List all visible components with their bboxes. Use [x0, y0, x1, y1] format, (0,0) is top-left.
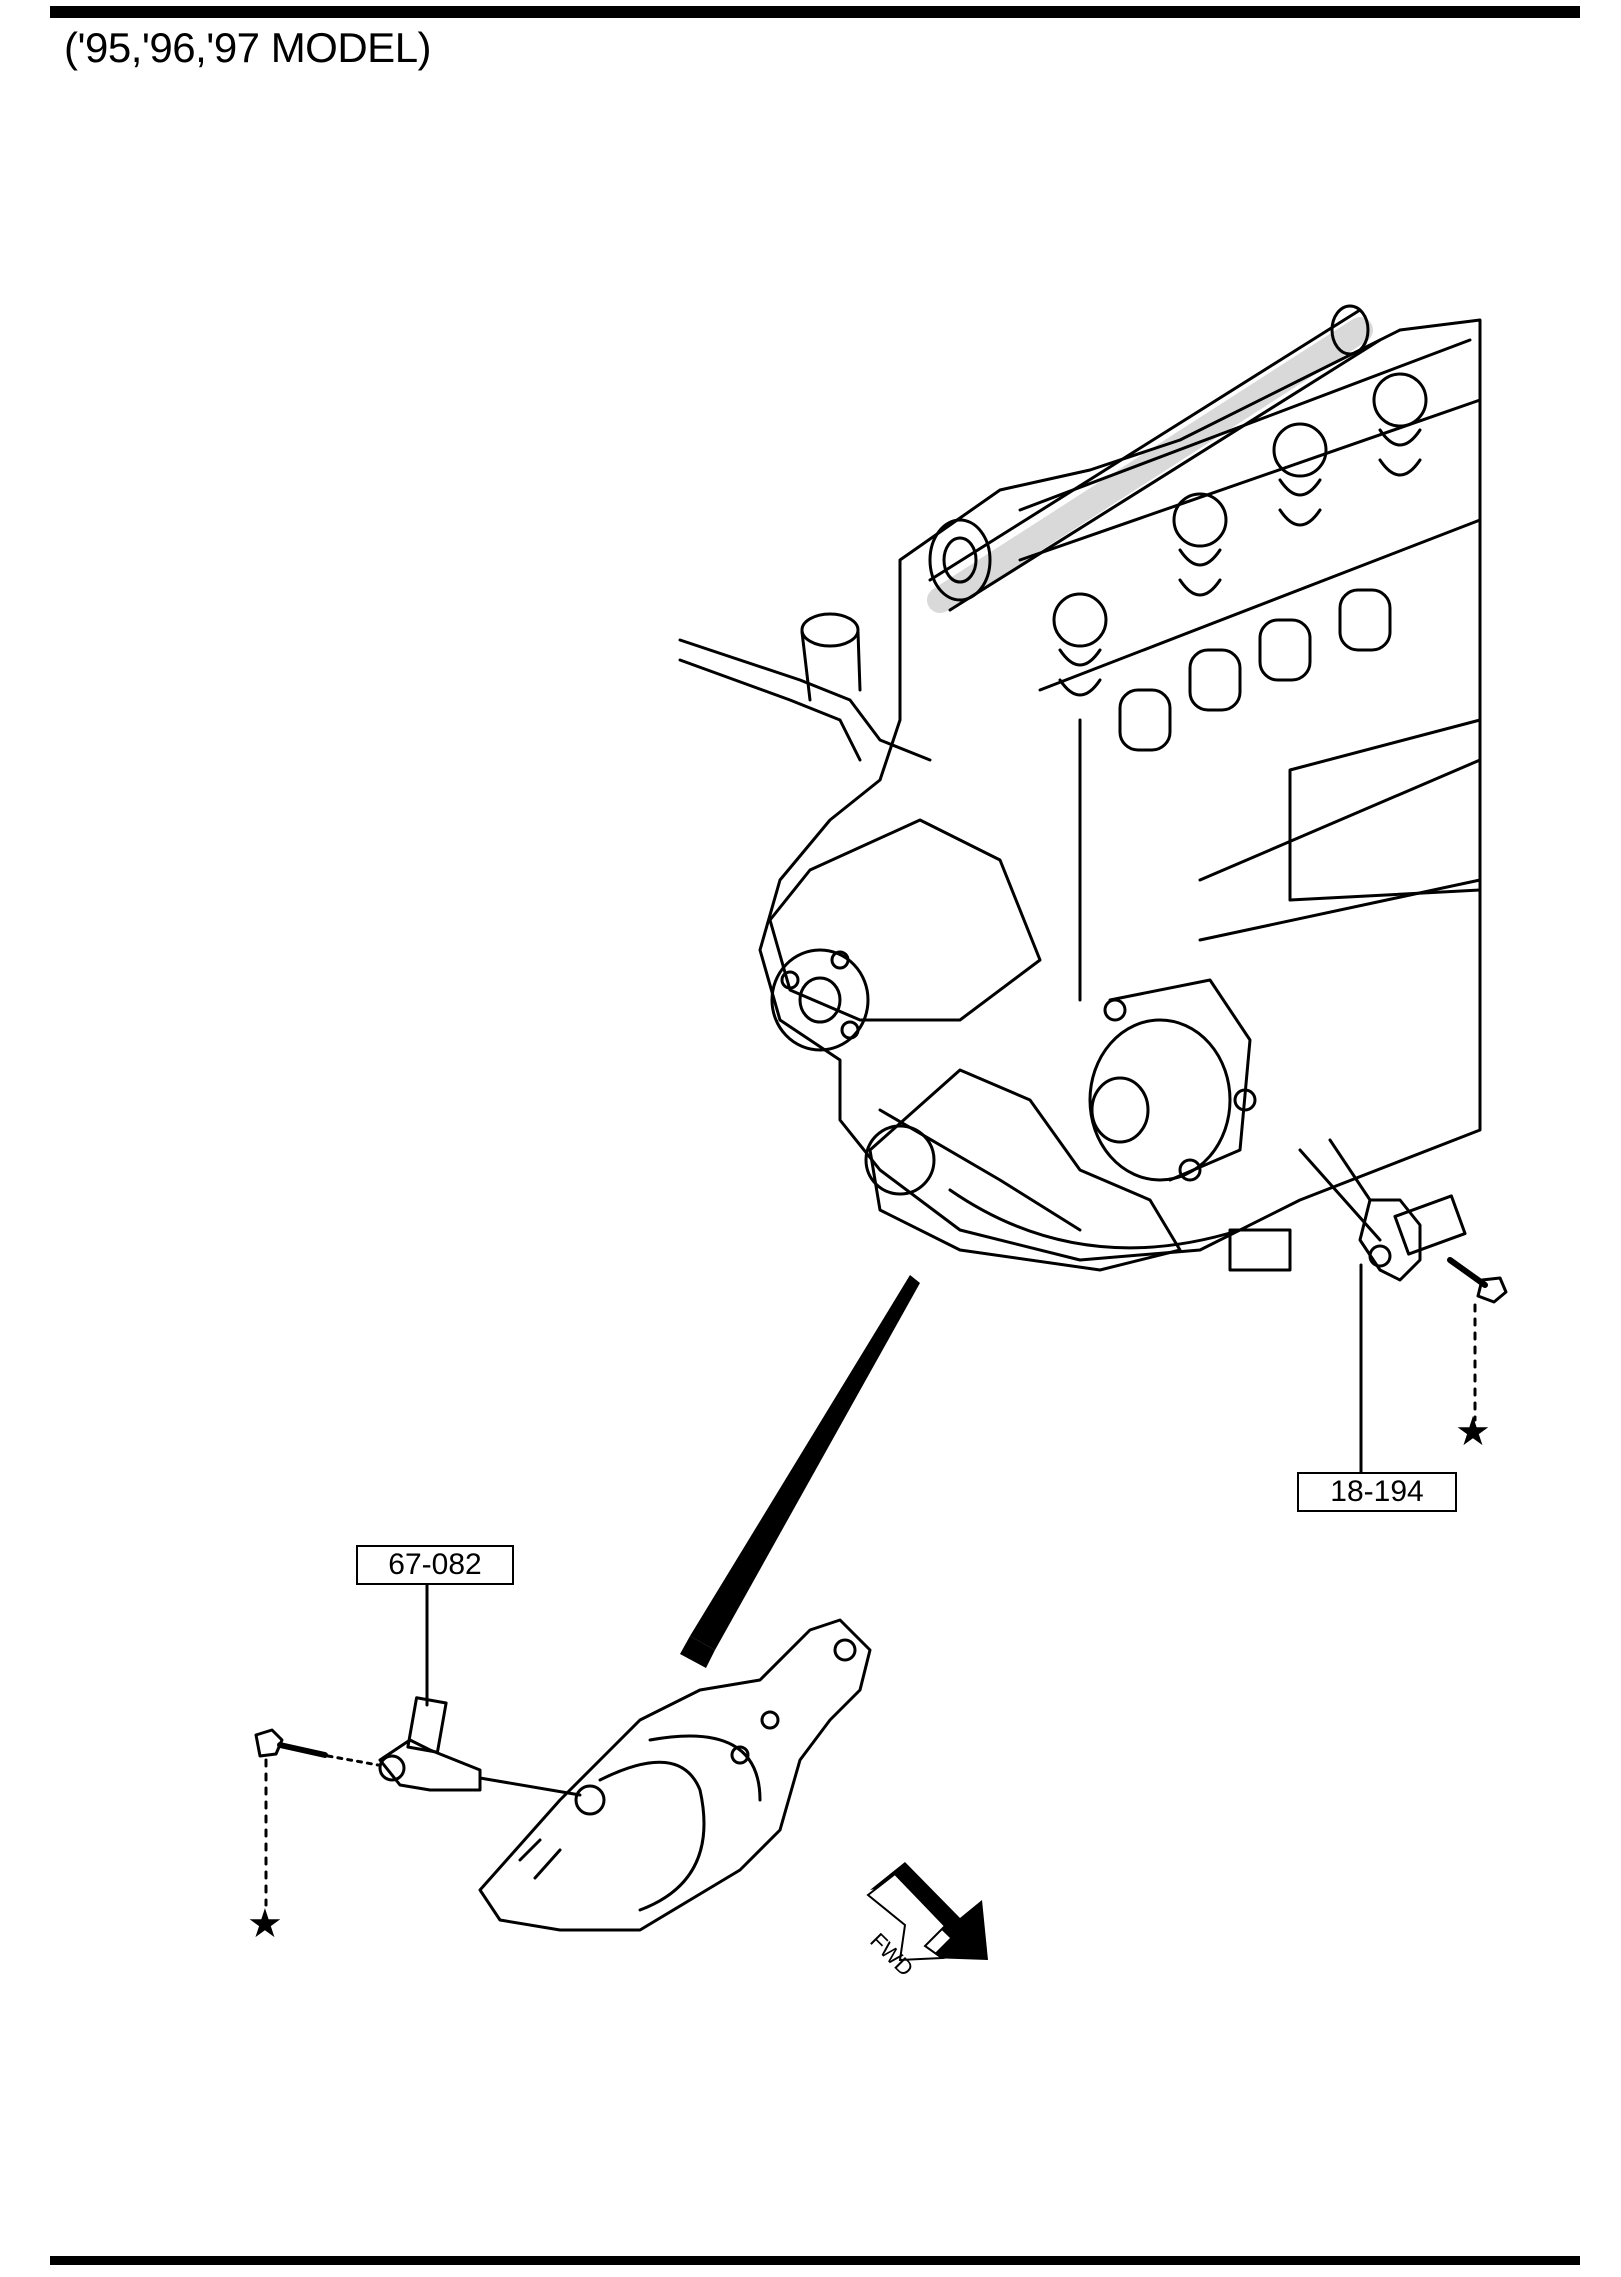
camshaft-position-sensor — [378, 1583, 582, 1797]
bottom-rule — [50, 2256, 1580, 2265]
crankshaft-position-sensor — [1298, 1138, 1467, 1282]
part-callout: 18-194 — [1297, 1472, 1457, 1512]
lower-timing-cover — [864, 1068, 1292, 1272]
water-outlet-hose — [678, 612, 932, 762]
page-title: ('95,'96,'97 MODEL) — [64, 24, 432, 71]
sensor-bolt-lower — [254, 1728, 380, 1907]
part-callout: 67-082 — [356, 1545, 514, 1585]
timing-cover-detail — [478, 1618, 872, 1932]
oil-pump — [1088, 978, 1257, 1182]
water-pump-pulley — [768, 818, 1042, 1052]
manifold-ports — [1118, 588, 1482, 902]
camshaft — [927, 304, 1428, 697]
forward-direction-arrow — [866, 1862, 988, 1962]
top-rule — [50, 6, 1580, 18]
fastener-star-marker: ★ — [247, 1901, 283, 1947]
sensor-bolt-upper — [1447, 1257, 1508, 1304]
detail-pointer — [690, 1275, 920, 1650]
fastener-star-marker: ★ — [1455, 1409, 1491, 1455]
pointer-tip — [680, 1636, 715, 1668]
